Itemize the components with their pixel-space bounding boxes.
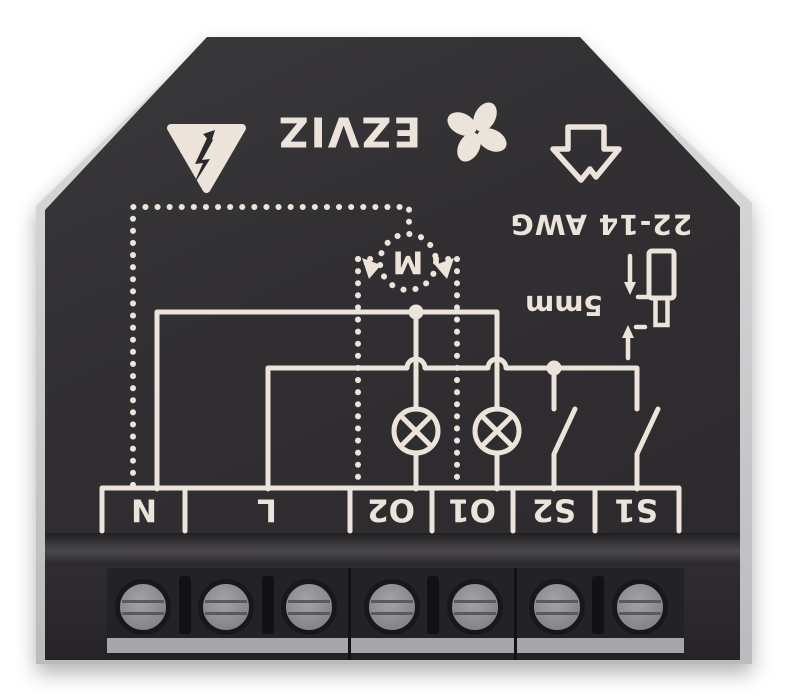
terminal-divider: [427, 576, 439, 634]
block-seam: [514, 568, 517, 660]
terminal-divider: [262, 576, 274, 634]
screw-terminal-5: [447, 579, 503, 635]
terminal-block-strip: [107, 638, 684, 653]
strip-length-label: 5mm: [525, 289, 603, 322]
screw-terminal-2: [198, 579, 254, 635]
screw-terminal-3: [281, 579, 337, 635]
motor-symbol-label: M: [392, 243, 424, 280]
block-seam: [348, 568, 351, 660]
terminal-label-n: N: [131, 491, 157, 528]
terminal-label-o2: O2: [367, 491, 415, 528]
terminal-divider: [179, 576, 191, 634]
screw-terminal-1: [115, 579, 171, 635]
screw-terminal-7: [612, 579, 668, 635]
case-step-bevel: [45, 533, 740, 565]
brand-logo-text: EZVIZ: [276, 107, 422, 156]
terminal-label-o1: O1: [448, 491, 496, 528]
terminal-label-s1: S1: [614, 491, 658, 528]
screw-terminal-4: [364, 579, 420, 635]
terminal-label-l: L: [257, 491, 277, 528]
terminal-divider: [592, 576, 604, 634]
terminal-label-s2: S2: [532, 491, 576, 528]
screw-terminal-6: [529, 579, 585, 635]
awg-rating-label: 22-14 AWG: [509, 208, 693, 241]
